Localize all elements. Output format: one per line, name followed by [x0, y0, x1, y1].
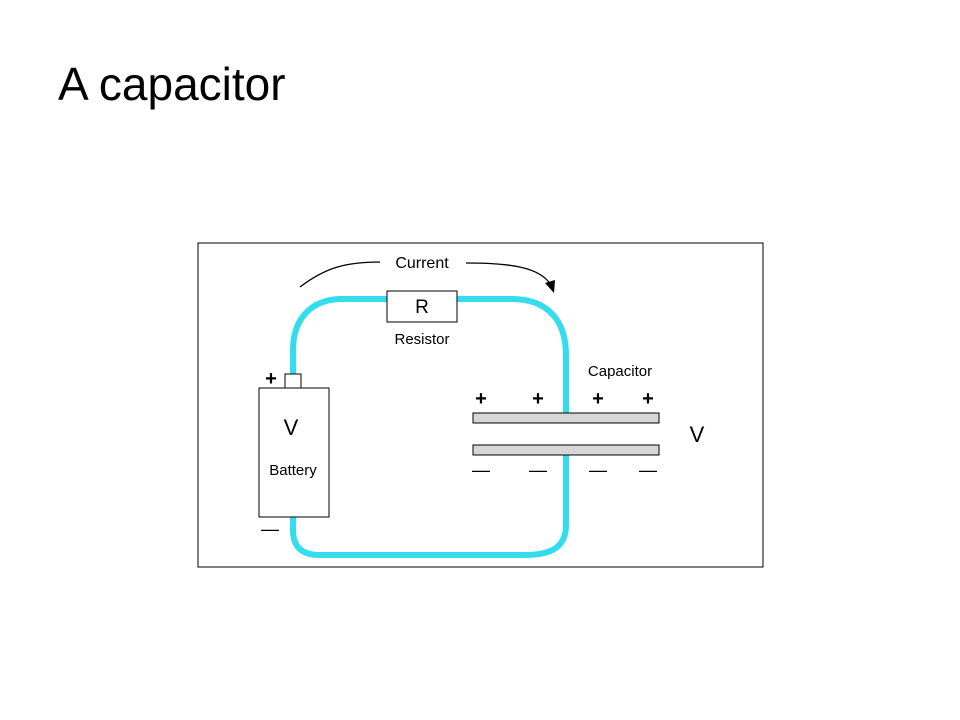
plate-minus-sign: — [529, 460, 547, 480]
battery-voltage-symbol: V [284, 415, 299, 440]
current-arrow-left [299, 261, 381, 288]
slide-title: A capacitor [58, 58, 286, 110]
plate-minus-sign: — [639, 460, 657, 480]
plate-plus-sign: + [592, 388, 604, 410]
capacitor-voltage-symbol: V [690, 422, 705, 447]
wire-capacitor-to-battery [290, 452, 569, 558]
current-arrowhead [545, 280, 555, 293]
plate-plus-sign: + [642, 388, 654, 410]
plate-minus-sign: — [472, 460, 490, 480]
battery-body [258, 387, 330, 518]
wire-battery-to-resistor [290, 296, 391, 379]
capacitor-bottom-plate [472, 444, 660, 456]
resistor-box [386, 290, 458, 323]
current-label: Current [395, 255, 449, 272]
plate-plus-sign: + [475, 388, 487, 410]
battery-minus-sign: — [261, 519, 279, 539]
plate-plus-sign: + [532, 388, 544, 410]
resistor-symbol: R [415, 297, 429, 318]
plate-minus-sign: — [589, 460, 607, 480]
capacitor-label: Capacitor [588, 363, 652, 380]
battery-label: Battery [269, 462, 317, 479]
current-arrow-right [465, 262, 552, 286]
capacitor-top-plate [472, 412, 660, 424]
resistor-label: Resistor [394, 331, 449, 348]
battery-terminal [284, 373, 302, 389]
wire-resistor-to-capacitor [454, 296, 569, 416]
battery-plus-sign: + [265, 368, 277, 390]
